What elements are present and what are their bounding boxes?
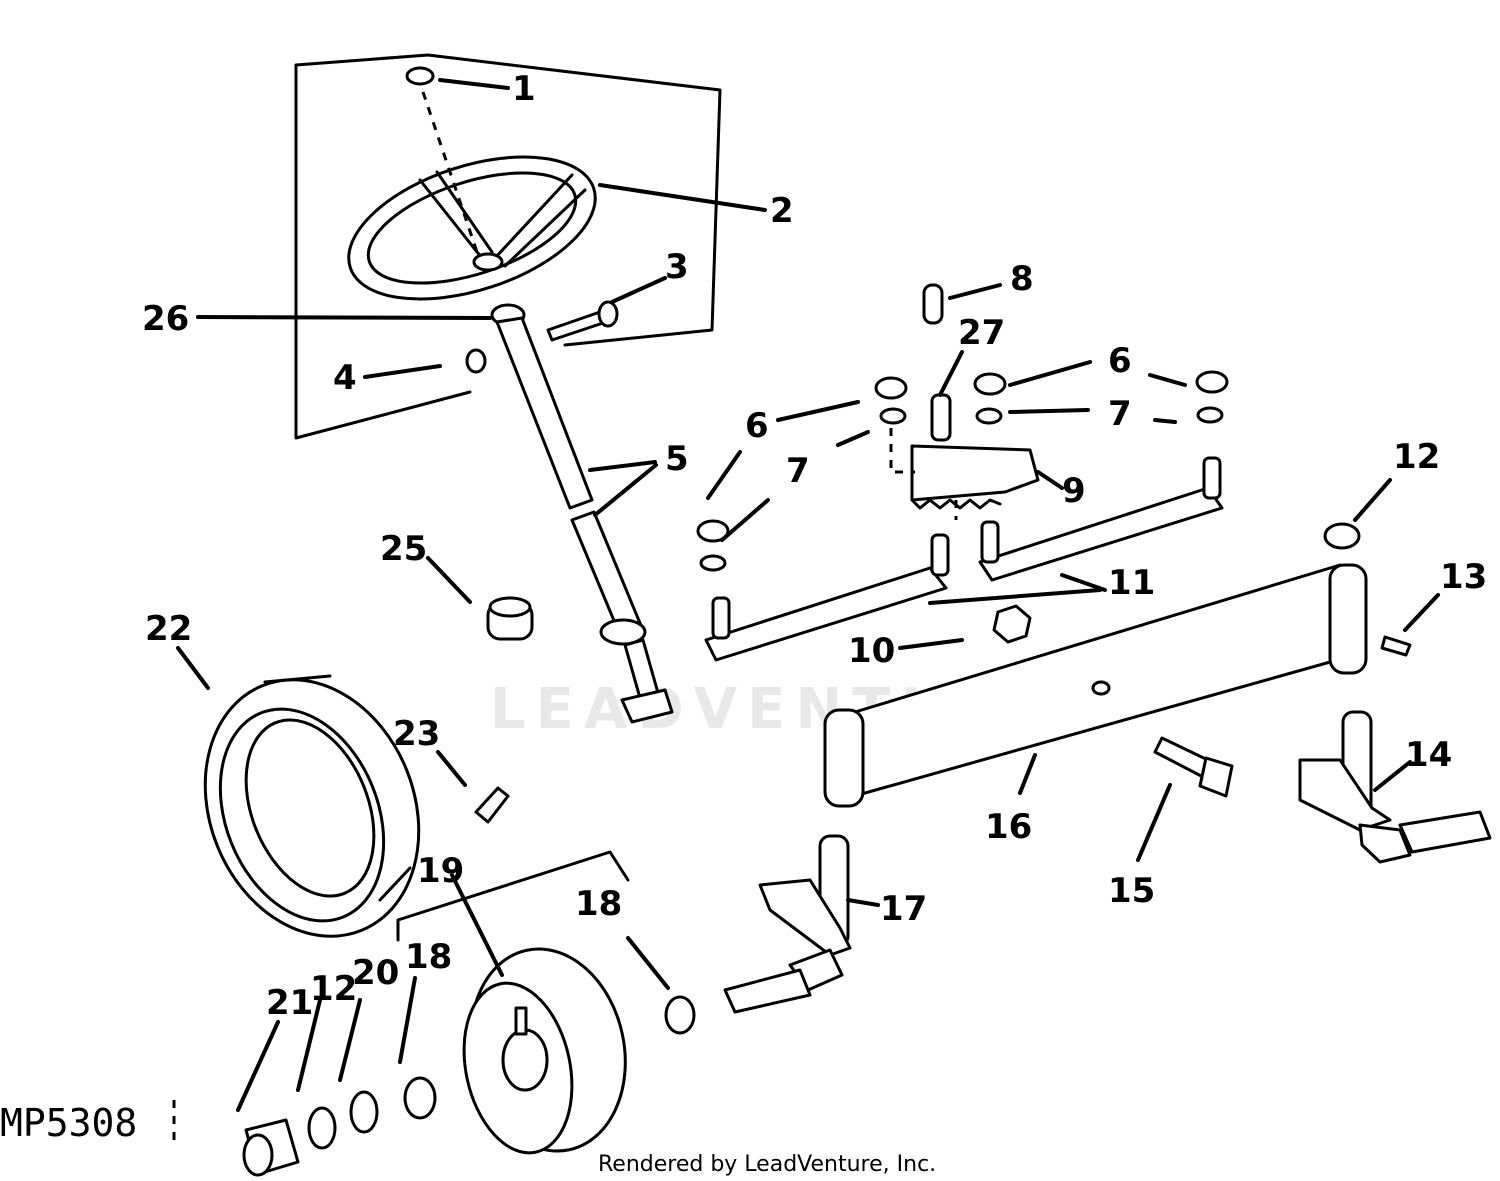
callout-12: 12 [1393,437,1440,477]
bolt-3 [546,310,608,342]
callout-7-right: 7 [1108,394,1132,434]
nut-12 [1323,522,1361,550]
callout-11: 11 [1108,563,1155,603]
hub-cap-21 [242,1118,300,1177]
callout-19: 19 [417,851,464,891]
callout-27: 27 [958,313,1005,353]
callout-22: 22 [145,609,192,649]
callout-26: 26 [142,299,189,339]
cap-25 [486,596,534,641]
callout-6-left: 6 [745,406,769,446]
callout-23: 23 [393,714,440,754]
callout-14: 14 [1405,735,1452,775]
valve-stem [474,786,510,824]
sector-gear [910,393,1040,510]
callout-21: 21 [266,983,313,1023]
callout-13: 13 [1440,557,1487,597]
steering-wheel [347,155,597,301]
center-cap [405,66,435,86]
callout-labels: 1 2 3 4 5 6 6 7 7 8 9 10 11 12 13 14 15 … [142,69,1487,1023]
nut-set [696,370,1229,572]
callout-18-right: 18 [575,884,622,924]
washer-20 [349,1090,379,1134]
callout-10: 10 [848,631,895,671]
dash-panel [294,53,722,440]
bearing-18-right [664,995,696,1035]
drag-links [704,456,1224,662]
footer-credit: Rendered by LeadVenture, Inc. [598,1152,936,1177]
callout-2: 2 [770,191,794,231]
washer-12 [307,1106,337,1150]
tire [203,674,421,938]
callout-12-lower: 12 [310,969,357,1009]
callout-8: 8 [1010,259,1034,299]
callout-4: 4 [333,358,357,398]
front-axle [823,563,1368,808]
callout-5: 5 [665,439,689,479]
spindle-right [1298,710,1492,864]
spindle-left [723,834,852,1014]
hex-nut-10 [992,604,1032,644]
callout-25: 25 [380,529,427,569]
callout-3: 3 [665,247,689,287]
callout-18-left: 18 [405,937,452,977]
drawing-code: MP5308 [0,1101,137,1145]
callout-1: 1 [512,69,536,109]
callout-7-left: 7 [786,451,810,491]
wheel-rim [462,947,627,1155]
callout-17: 17 [880,889,927,929]
pin-8 [922,283,944,325]
callout-9: 9 [1062,471,1086,511]
callout-16: 16 [985,807,1032,847]
callout-15: 15 [1108,871,1155,911]
leader-lines [176,78,1440,1112]
steering-column [490,303,674,724]
callout-20: 20 [352,953,399,993]
bearing-18-left [403,1076,437,1120]
bushing-4 [465,348,487,374]
callout-6-right: 6 [1108,341,1132,381]
pin-13 [1380,635,1412,657]
